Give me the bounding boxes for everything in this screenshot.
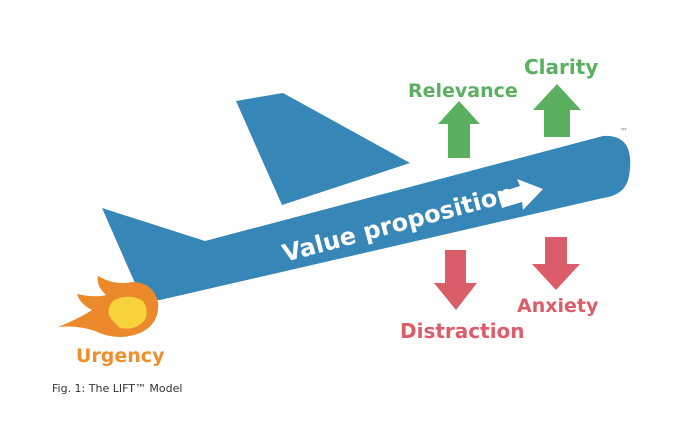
plane-fuselage xyxy=(102,135,631,300)
arrow-down-icon xyxy=(434,250,477,310)
flame-inner xyxy=(108,296,147,329)
trademark-mark: ™ xyxy=(620,127,628,136)
arrow-down-icon xyxy=(532,237,580,290)
flame-icon xyxy=(58,276,159,338)
plane-wing xyxy=(236,93,410,205)
relevance-label: Relevance xyxy=(408,80,518,102)
figure-caption: Fig. 1: The LIFT™ Model xyxy=(52,382,183,395)
urgency-label: Urgency xyxy=(76,345,165,367)
arrow-up-icon xyxy=(438,101,480,158)
clarity-label: Clarity xyxy=(524,55,598,79)
distraction-label: Distraction xyxy=(400,319,525,343)
arrow-right-icon xyxy=(498,179,543,210)
arrow-up-icon xyxy=(533,84,581,137)
anxiety-label: Anxiety xyxy=(517,295,599,317)
